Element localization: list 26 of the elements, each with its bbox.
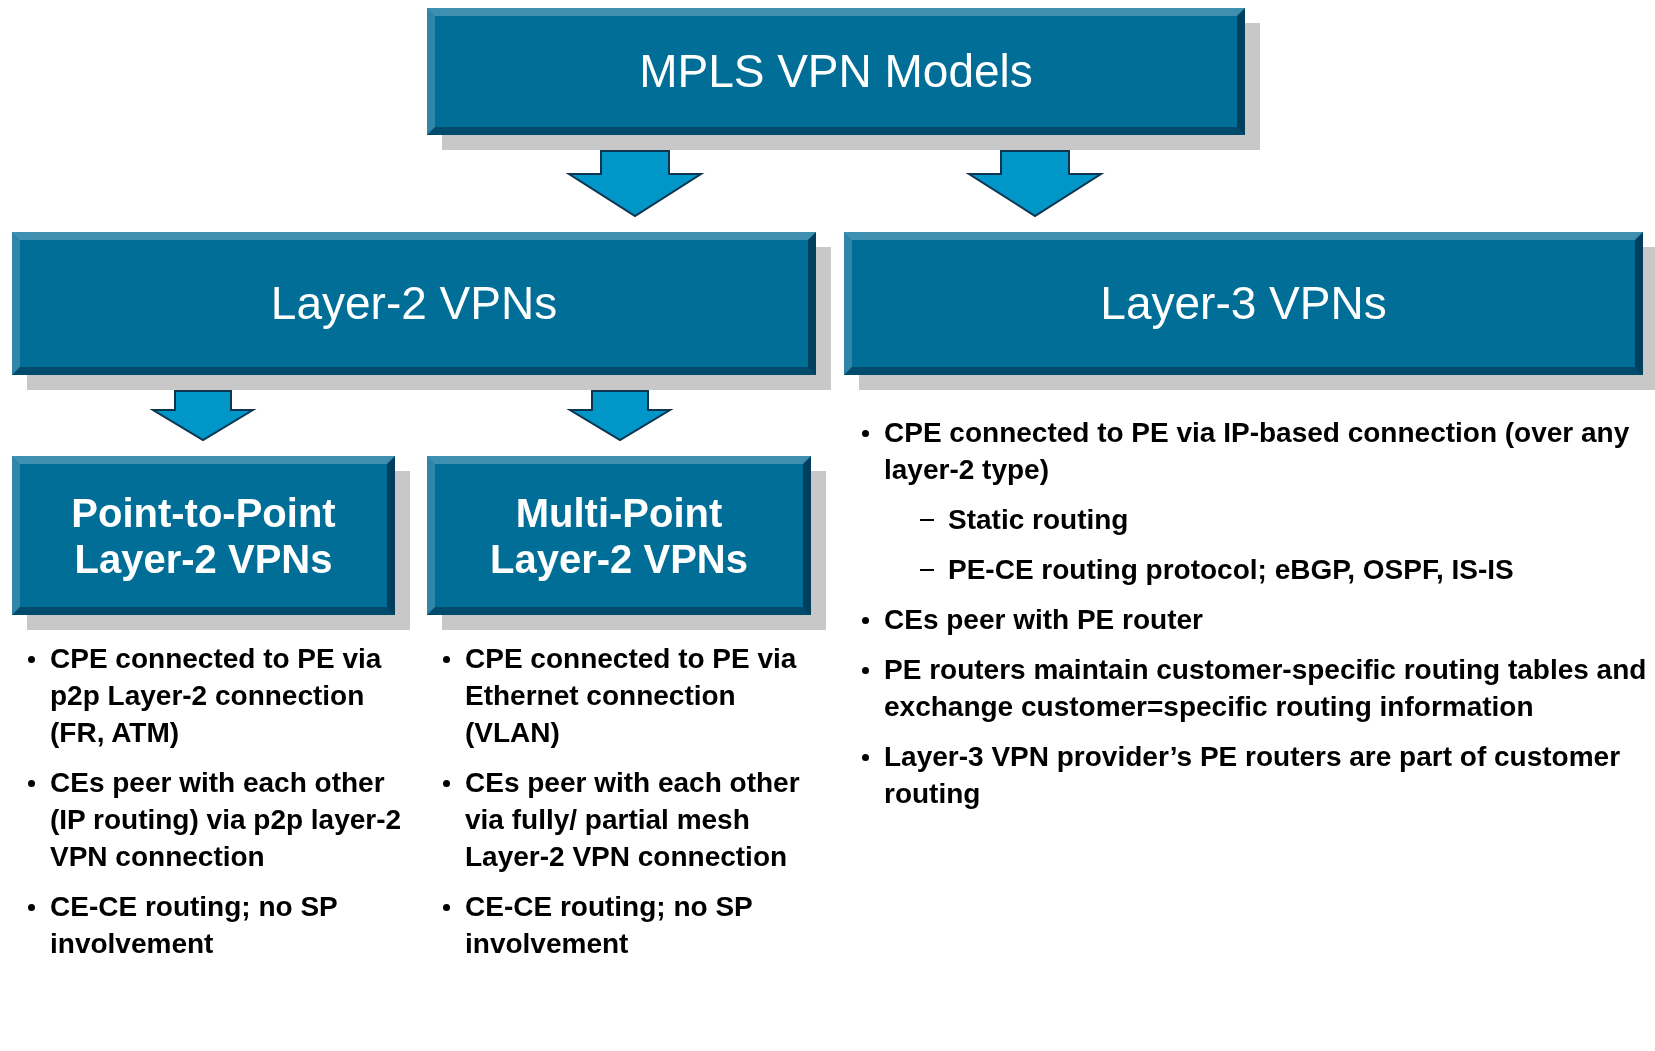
title-box [427,8,1245,135]
bullet-text: CE-CE routing; no SP involvement [50,890,339,961]
title-box [12,456,395,615]
block-arrow [965,150,1105,218]
bullet-text: CE-CE routing; no SP involvement [465,890,754,961]
title-box [844,232,1643,375]
bullet-text: CPE connected to PE via p2p Layer-2 connection (FR, ATM) [50,642,383,750]
bullet-text: CEs peer with each other (IP routing) via p2p layer-2 VPN connection [50,766,403,874]
bullet-text: PE routers maintain customer-specific routing tables and exchange customer=specific routing information [884,653,1648,724]
bullet-text: CPE connected to PE via Ethernet connection (VLAN) [465,642,798,750]
bullet-text: CPE connected to PE via IP-based connection (over any layer-2 type) [884,416,1631,487]
box-title: Point-to-Point Layer-2 VPNs [70,489,337,582]
block-arrow [149,390,257,442]
box-title: Layer-3 VPNs [1100,276,1387,331]
box-title: Multi-Point Layer-2 VPNs [489,489,749,582]
block-arrow [566,390,674,442]
box-title: MPLS VPN Models [639,44,1033,99]
block-arrow [565,150,705,218]
box-title: Layer-2 VPNs [270,276,558,331]
title-box [12,232,816,375]
bullet-text: Static routing [948,503,1129,537]
bullet-text: PE-CE routing protocol; eBGP, OSPF, IS-IS [948,553,1514,587]
bullet-text: Layer-3 VPN provider’s PE routers are part of customer routing [884,740,1622,811]
bullet-text: CEs peer with PE router [884,603,1203,637]
title-box [427,456,811,615]
bullet-text: CEs peer with each other via fully/ partial mesh Layer-2 VPN connection [465,766,801,874]
